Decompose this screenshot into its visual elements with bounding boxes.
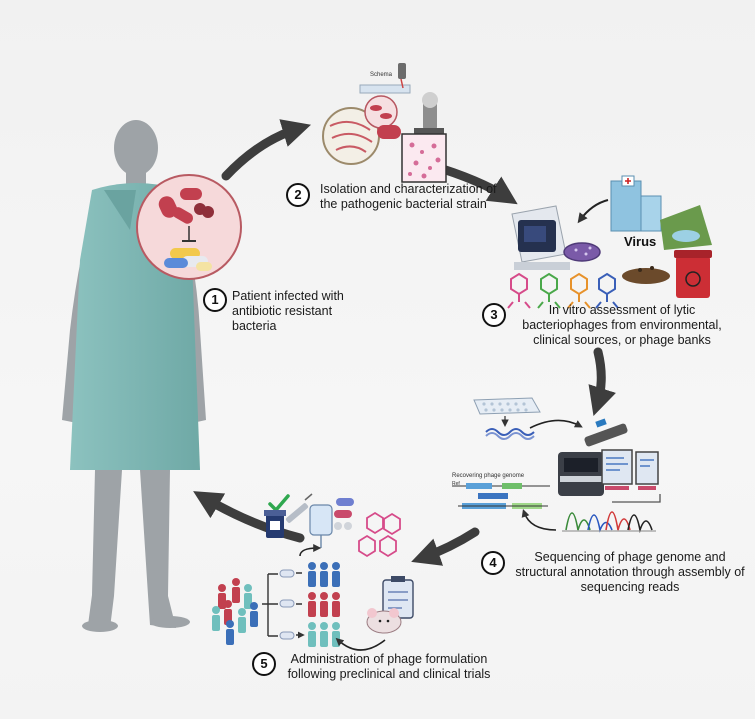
isolation-lab-illustration xyxy=(322,63,447,183)
virus-label: Virus xyxy=(624,234,657,249)
patient-groups-icon xyxy=(212,578,258,645)
schema-label: Schema xyxy=(370,72,393,78)
hospital-icon xyxy=(610,175,662,232)
iv-bag-icon xyxy=(309,504,333,548)
water-source-icon xyxy=(660,205,712,250)
step-3-text: In vitro assessment of lytic bacteriopha… xyxy=(522,303,722,347)
syringe-icon xyxy=(285,493,313,523)
treatment-group-blue xyxy=(308,562,340,587)
microscope-icon xyxy=(414,92,444,134)
capsule-icons xyxy=(334,498,354,530)
step-3-badge: 3 xyxy=(482,303,506,327)
step-4-badge: 4 xyxy=(481,551,505,575)
phage-icons xyxy=(507,272,619,309)
incubator-icon xyxy=(511,205,570,270)
petri-dish-icon xyxy=(563,242,601,262)
check-mark-icon xyxy=(268,494,290,513)
sequencer-machine-icon xyxy=(558,452,604,496)
infection-circle xyxy=(136,174,242,280)
biohazard-container-icon xyxy=(674,250,712,298)
step-4-text: Sequencing of phage genome and structura… xyxy=(515,550,745,594)
mouse-icon xyxy=(366,608,402,634)
step-5-badge: 5 xyxy=(252,652,276,676)
recovering-phage-genome-label: Recovering phage genome xyxy=(452,473,525,479)
step-1-text: Patient infected with antibiotic resista… xyxy=(232,289,344,333)
antibiotic-pills-icon xyxy=(164,248,212,271)
trial-branches xyxy=(262,573,278,637)
computer-monitor-icons xyxy=(601,449,659,490)
well-plate-icon xyxy=(473,397,541,415)
administration-illustration xyxy=(212,493,414,651)
phage-formulation-icons xyxy=(358,511,401,558)
sequencing-illustration xyxy=(452,397,661,534)
reference-label: Ref xyxy=(452,481,460,487)
step-5-text: Administration of phage formulation foll… xyxy=(287,652,491,681)
phage-assessment-illustration xyxy=(507,175,712,309)
cycle-arrows xyxy=(193,119,616,566)
medicine-bottle-icon xyxy=(264,510,286,538)
bacteria-cluster-icon xyxy=(158,188,214,224)
treatment-group-red xyxy=(308,592,340,617)
treatment-group-teal xyxy=(308,622,340,647)
trial-pills-icon xyxy=(279,569,302,639)
step-2-text: Isolation and characterization of the pa… xyxy=(320,182,497,211)
genome-assembly-icon xyxy=(452,483,550,509)
step-2-badge: 2 xyxy=(286,183,310,207)
chromatogram-icon xyxy=(562,511,656,534)
soil-sample-icon xyxy=(622,266,670,284)
pipette-icon xyxy=(584,418,628,447)
step-1-badge: 1 xyxy=(203,288,227,312)
